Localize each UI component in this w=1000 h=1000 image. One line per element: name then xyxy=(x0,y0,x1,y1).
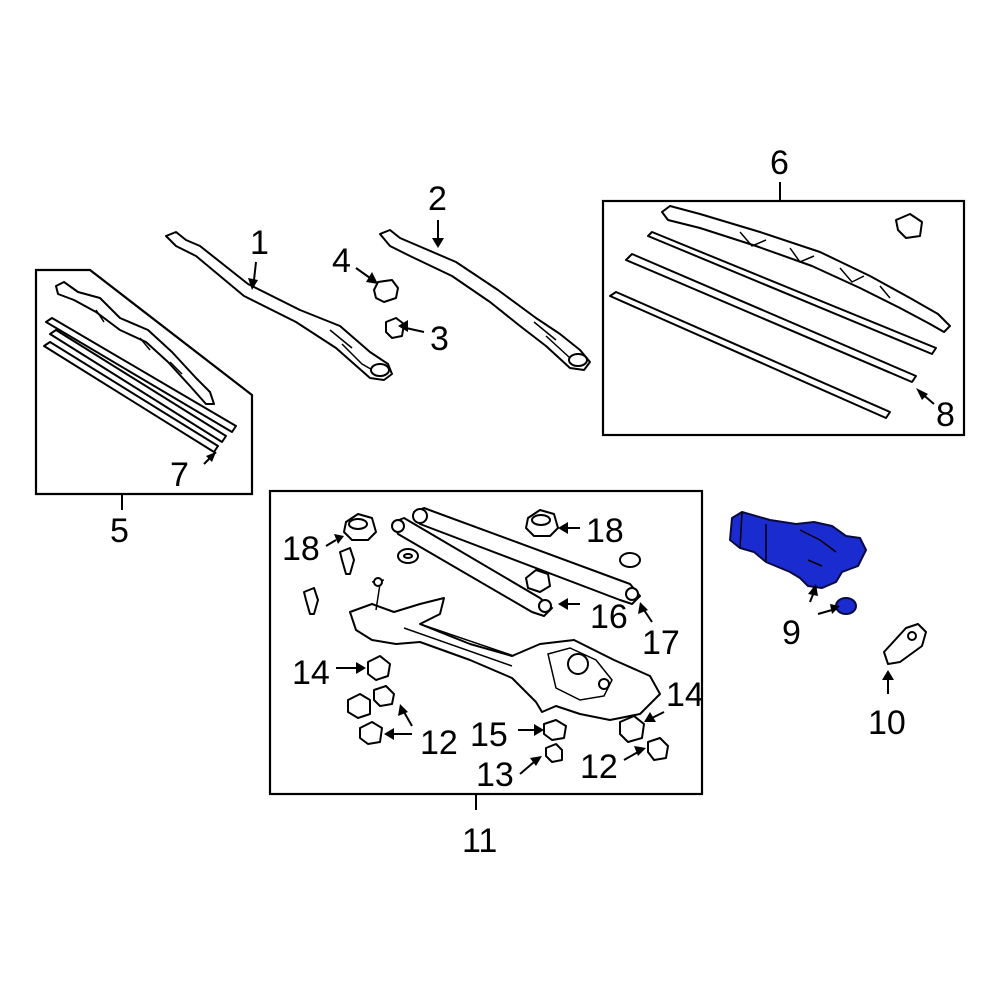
callout-4: 4 xyxy=(332,242,351,280)
wiper-arm-2 xyxy=(379,229,591,371)
callout-1: 1 xyxy=(250,224,269,262)
bracket-10 xyxy=(882,623,927,694)
callout-14-right: 14 xyxy=(666,676,704,714)
callout-3: 3 xyxy=(430,320,449,358)
callout-8: 8 xyxy=(936,396,955,434)
callout-2: 2 xyxy=(428,180,447,218)
callout-12-left: 12 xyxy=(420,724,458,762)
callout-5: 5 xyxy=(110,512,129,550)
box-11-linkage-group xyxy=(268,489,704,810)
callout-18-left: 18 xyxy=(282,530,320,568)
callout-14-left: 14 xyxy=(292,654,330,692)
arm-cap-4 xyxy=(373,279,399,303)
wiper-motor-9-highlighted xyxy=(729,511,867,615)
callout-13: 13 xyxy=(476,756,514,794)
callout-7: 7 xyxy=(170,456,189,494)
callout-10: 10 xyxy=(868,704,906,742)
callout-9: 9 xyxy=(782,614,801,652)
leaders-top xyxy=(248,220,444,333)
callout-17: 17 xyxy=(642,624,680,662)
callout-15: 15 xyxy=(470,716,508,754)
wiper-arm-1 xyxy=(165,231,393,381)
callout-12-right: 12 xyxy=(580,748,618,786)
callout-6: 6 xyxy=(770,144,789,182)
box-5-left-blade-group xyxy=(34,268,254,510)
callout-11: 11 xyxy=(462,822,498,860)
callout-18-right: 18 xyxy=(586,512,624,550)
box-6-right-blade-group xyxy=(601,182,966,437)
arm-nut-3 xyxy=(385,317,405,339)
callout-16: 16 xyxy=(590,598,628,636)
